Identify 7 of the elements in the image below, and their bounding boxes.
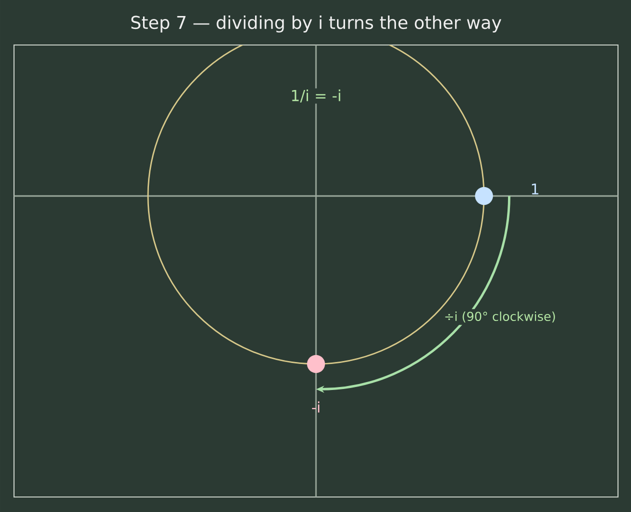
point-label: -i (312, 401, 320, 413)
title: Step 7 — dividing by i turns the other way (131, 16, 502, 32)
equation-label: 1/i = -i (289, 88, 343, 104)
edge-label: ÷i (90° clockwise) (442, 309, 558, 325)
point-marker (475, 187, 493, 205)
point-label: 1 (532, 184, 538, 194)
point-marker (307, 354, 325, 373)
